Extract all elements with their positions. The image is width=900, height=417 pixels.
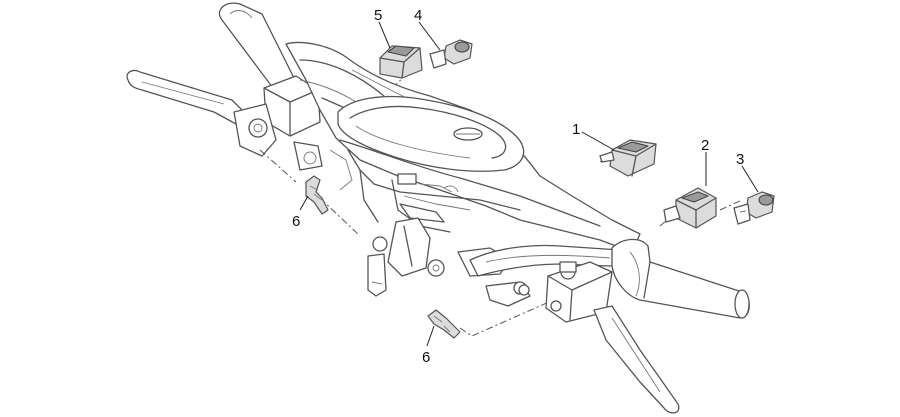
part-1-switch (599, 139, 657, 177)
part-5-switch (379, 45, 423, 79)
right-switch-housing (518, 261, 613, 323)
right-brake-lever (593, 305, 680, 414)
callout-leader-lines (299, 21, 759, 347)
callout-4: 4 (414, 7, 422, 24)
part-3-connector-switch (733, 191, 775, 225)
part-6-bulb-lower (427, 309, 461, 339)
part-2-switch (663, 187, 717, 229)
left-brake-lever (126, 69, 251, 125)
callout-3: 3 (736, 151, 744, 168)
handlebar-internal-frame (329, 149, 521, 233)
callout-6-lower: 6 (422, 349, 430, 366)
callout-6-upper: 6 (292, 213, 300, 230)
part-6-bulb-upper (305, 175, 329, 215)
callout-5: 5 (374, 7, 382, 24)
right-handlebar-grip (611, 238, 750, 319)
part-4-connector-switch (429, 39, 473, 69)
left-master-cylinder (233, 75, 323, 171)
callout-1: 1 (572, 121, 580, 138)
left-handlebar-grip (218, 2, 301, 101)
callout-2: 2 (701, 137, 709, 154)
instrument-cluster (337, 95, 525, 172)
